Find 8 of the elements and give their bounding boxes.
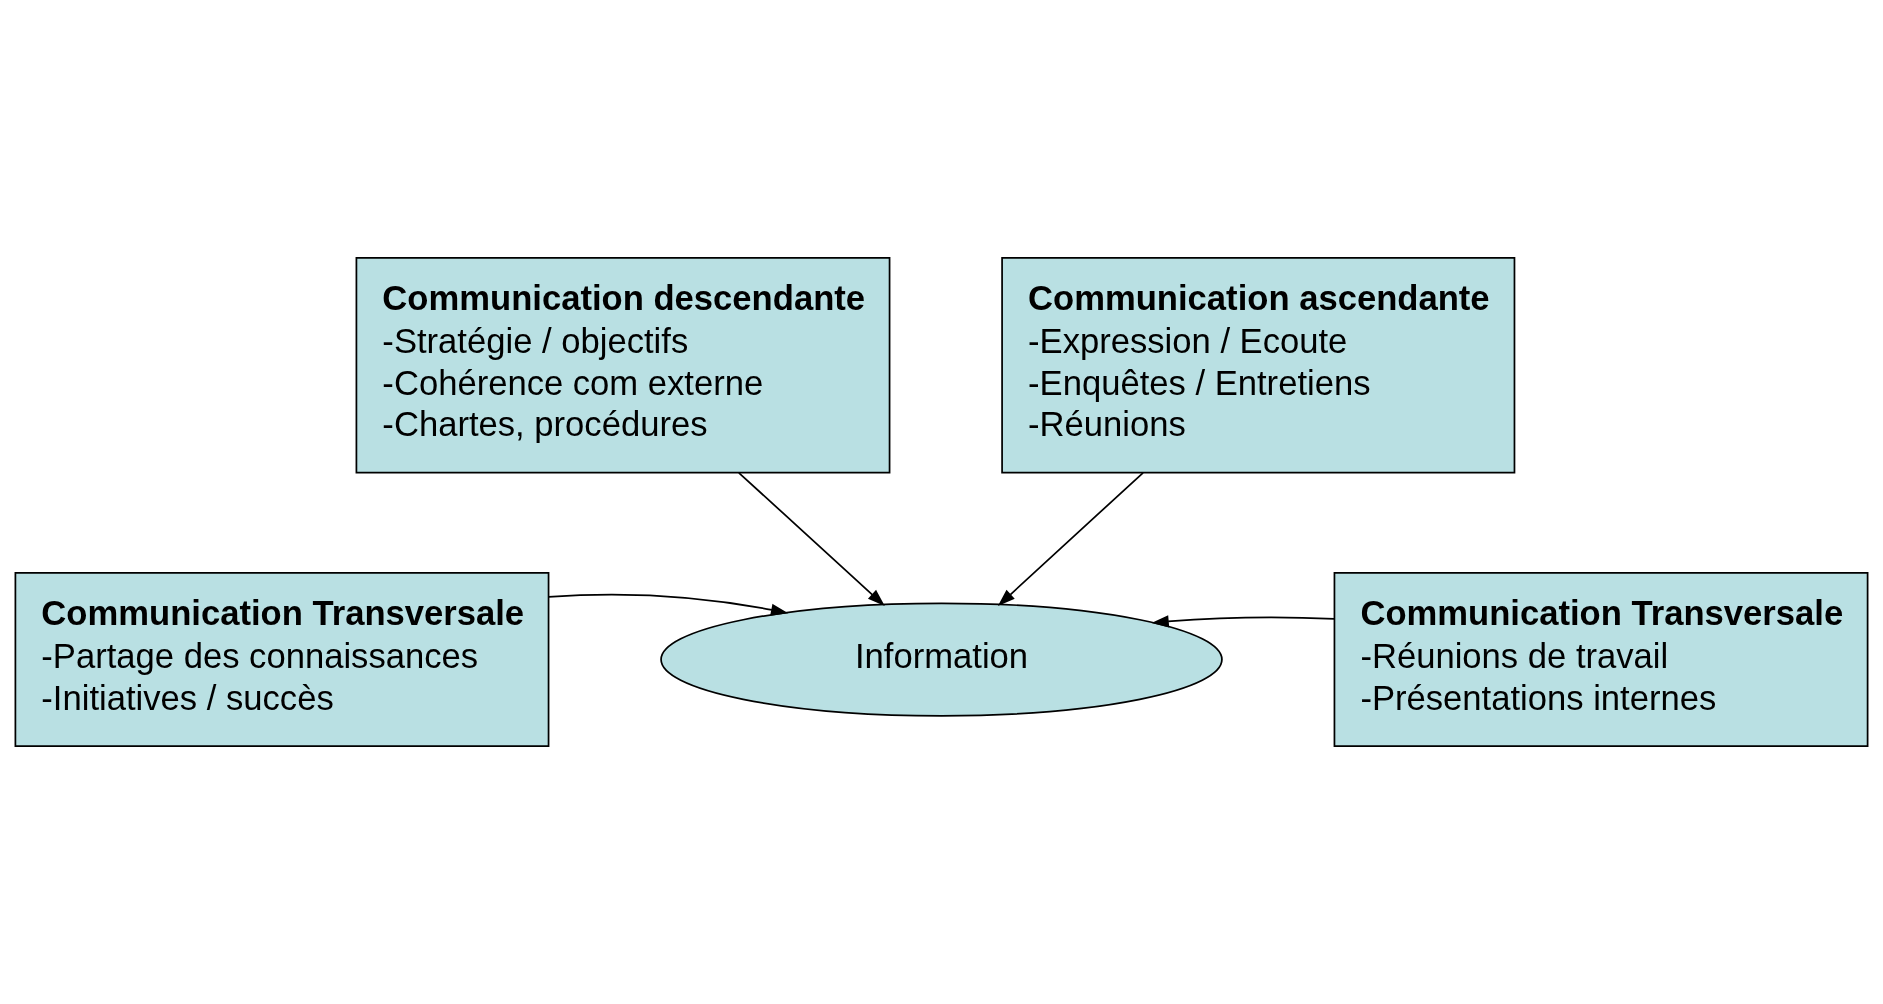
node-box: Communication Transversale -Réunions de travail -Présentations internes [1333,572,1869,747]
node-box: Communication Transversale -Partage des connaissances -Initiatives / succès [14,572,550,747]
arrow [547,593,789,616]
arrow [1151,615,1336,628]
node-box: Communication ascendante -Expression / Ecoute -Enquêtes / Entretiens -Réunions [1001,257,1516,474]
arrow [738,471,885,607]
arrow [997,471,1144,607]
node-box: Communication descendante -Stratégie / objectifs -Cohérence com externe -Chartes, procédures [355,257,891,474]
